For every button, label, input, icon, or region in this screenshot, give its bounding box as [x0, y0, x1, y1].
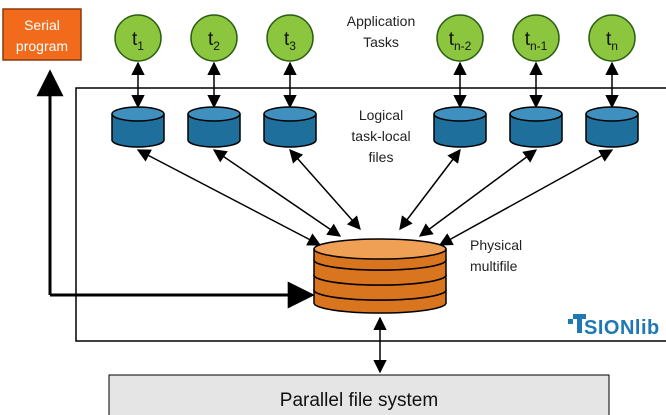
logical-files-label-line2: task-local — [351, 128, 410, 144]
task-node-3: t3 — [266, 14, 314, 62]
file-to-multifile-arrow — [136, 149, 322, 246]
parallel-file-system: Parallel file system — [108, 374, 610, 415]
task-node-1: t1 — [114, 14, 162, 62]
logical-file-icon — [263, 106, 317, 148]
task-label: t3 — [284, 29, 296, 53]
application-tasks-label-line1: Application — [347, 13, 416, 29]
file-to-multifile-arrow — [289, 148, 361, 231]
logical-file-icon — [433, 106, 487, 148]
logical-file-icon — [111, 106, 165, 148]
task-node-2: t2 — [190, 14, 238, 62]
task-circle — [114, 14, 162, 62]
task-circle — [436, 14, 484, 62]
task-label: t2 — [208, 29, 220, 53]
task-circle — [190, 14, 238, 62]
task-label: t1 — [132, 29, 144, 53]
task-label: tn — [606, 29, 618, 53]
file-to-multifile-arrow — [399, 148, 461, 231]
parallel-file-system-label: Parallel file system — [280, 390, 438, 411]
task-node-n-1: tn-1 — [512, 14, 560, 62]
application-tasks-label-line2: Tasks — [363, 34, 399, 50]
sionlib-logo-icon — [568, 314, 586, 333]
physical-multifile-icon — [313, 238, 447, 314]
task-circle — [512, 14, 560, 62]
logical-file-icon — [585, 106, 639, 148]
task-label: tn-2 — [449, 29, 472, 53]
sionlib-logo: SIONlib — [568, 314, 660, 339]
physical-multifile-label-line1: Physical — [470, 237, 522, 253]
serial-program-label-line1: Serial — [24, 17, 60, 33]
file-to-multifile-arrow — [438, 149, 614, 246]
logical-file-icon — [187, 106, 241, 148]
logical-files-label-line1: Logical — [359, 107, 403, 123]
task-node-n: tn — [588, 14, 636, 62]
physical-multifile-label-line2: multifile — [470, 258, 518, 274]
serial-program-box: Serial program — [2, 8, 82, 61]
logical-file-icon — [509, 106, 563, 148]
file-to-multifile-arrow — [418, 149, 538, 237]
task-circle — [588, 14, 636, 62]
task-node-n-2: tn-2 — [436, 14, 484, 62]
serial-program-label-line2: program — [16, 38, 68, 54]
task-circle — [266, 14, 314, 62]
sionlib-logo-text: SIONlib — [584, 317, 660, 339]
task-label: tn-1 — [525, 29, 548, 53]
logical-files-label-line3: files — [369, 149, 394, 165]
